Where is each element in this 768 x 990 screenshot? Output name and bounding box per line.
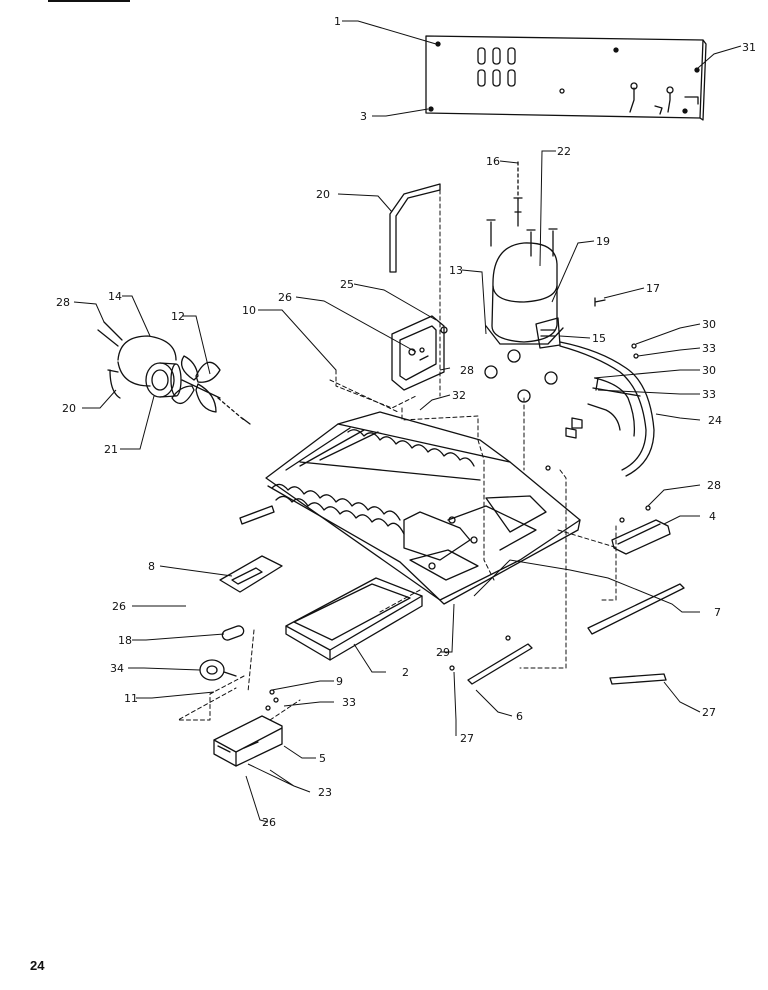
part-9-label: 9 (336, 675, 343, 688)
part-22-label: 22 (557, 145, 571, 158)
part-29-label: 29 (436, 646, 450, 659)
part-28-mid-label: 28 (460, 364, 474, 377)
rails (467, 519, 685, 685)
part-28-right-label: 28 (707, 479, 721, 492)
part-14-label: 14 (108, 290, 122, 303)
fan-motor-assembly (97, 321, 251, 425)
part-7-label: 7 (714, 606, 721, 619)
condenser-tube (389, 183, 441, 273)
part-19-label: 19 (596, 235, 610, 248)
part-3-label: 3 (360, 110, 367, 123)
part-30-mid-label: 30 (702, 364, 716, 377)
page-number: 24 (30, 958, 45, 973)
part-21-label: 21 (104, 443, 118, 456)
heater-plate (219, 555, 283, 593)
part-8-label: 8 (148, 560, 155, 573)
part-20-top-label: 20 (316, 188, 330, 201)
part-24-label: 24 (708, 414, 722, 427)
part-23-label: 23 (318, 786, 332, 799)
header-rule (48, 0, 130, 2)
part-11-label: 11 (124, 692, 138, 705)
fan-shroud-bracket (391, 315, 448, 391)
part-27-right-label: 27 (702, 706, 716, 719)
part-10-label: 10 (242, 304, 256, 317)
base-pan-assembly (239, 411, 581, 605)
part-18-label: 18 (118, 634, 132, 647)
callout-labels: 1 3 31 16 22 20 19 13 17 25 26 10 28 14 … (56, 15, 756, 829)
part-27-low-label: 27 (460, 732, 474, 745)
part-26-bottom-label: 26 (262, 816, 276, 829)
drain-pan (285, 577, 423, 661)
part-34-label: 34 (110, 662, 124, 675)
part-1-label: 1 (334, 15, 341, 28)
part-28-left-label: 28 (56, 296, 70, 309)
part-20-left-label: 20 (62, 402, 76, 415)
part-32-label: 32 (452, 389, 466, 402)
terminal-box (213, 689, 283, 767)
part-6-label: 6 (516, 710, 523, 723)
part-25-label: 25 (340, 278, 354, 291)
part-2-label: 2 (402, 666, 409, 679)
part-33-low-label: 33 (342, 696, 356, 709)
part-4-label: 4 (709, 510, 716, 523)
dashed-assembly-lines (177, 189, 619, 721)
part-31-label: 31 (742, 41, 756, 54)
wiring-harness (559, 341, 655, 477)
part-33-top-label: 33 (702, 342, 716, 355)
part-16-label: 16 (486, 155, 500, 168)
compressor-bolts (486, 161, 558, 257)
part-26-top-label: 26 (278, 291, 292, 304)
part-15-label: 15 (592, 332, 606, 345)
part-12-label: 12 (171, 310, 185, 323)
callout-leaders (73, 20, 742, 823)
relay (199, 659, 237, 681)
part-26-mid-label: 26 (112, 600, 126, 613)
capacitor (221, 625, 245, 641)
part-5-label: 5 (319, 752, 326, 765)
compressor (484, 242, 564, 403)
part-33-mid-label: 33 (702, 388, 716, 401)
small-fasteners (449, 297, 651, 671)
part-30-top-label: 30 (702, 318, 716, 331)
part-13-label: 13 (449, 264, 463, 277)
part-17-label: 17 (646, 282, 660, 295)
control-panel (425, 35, 707, 121)
